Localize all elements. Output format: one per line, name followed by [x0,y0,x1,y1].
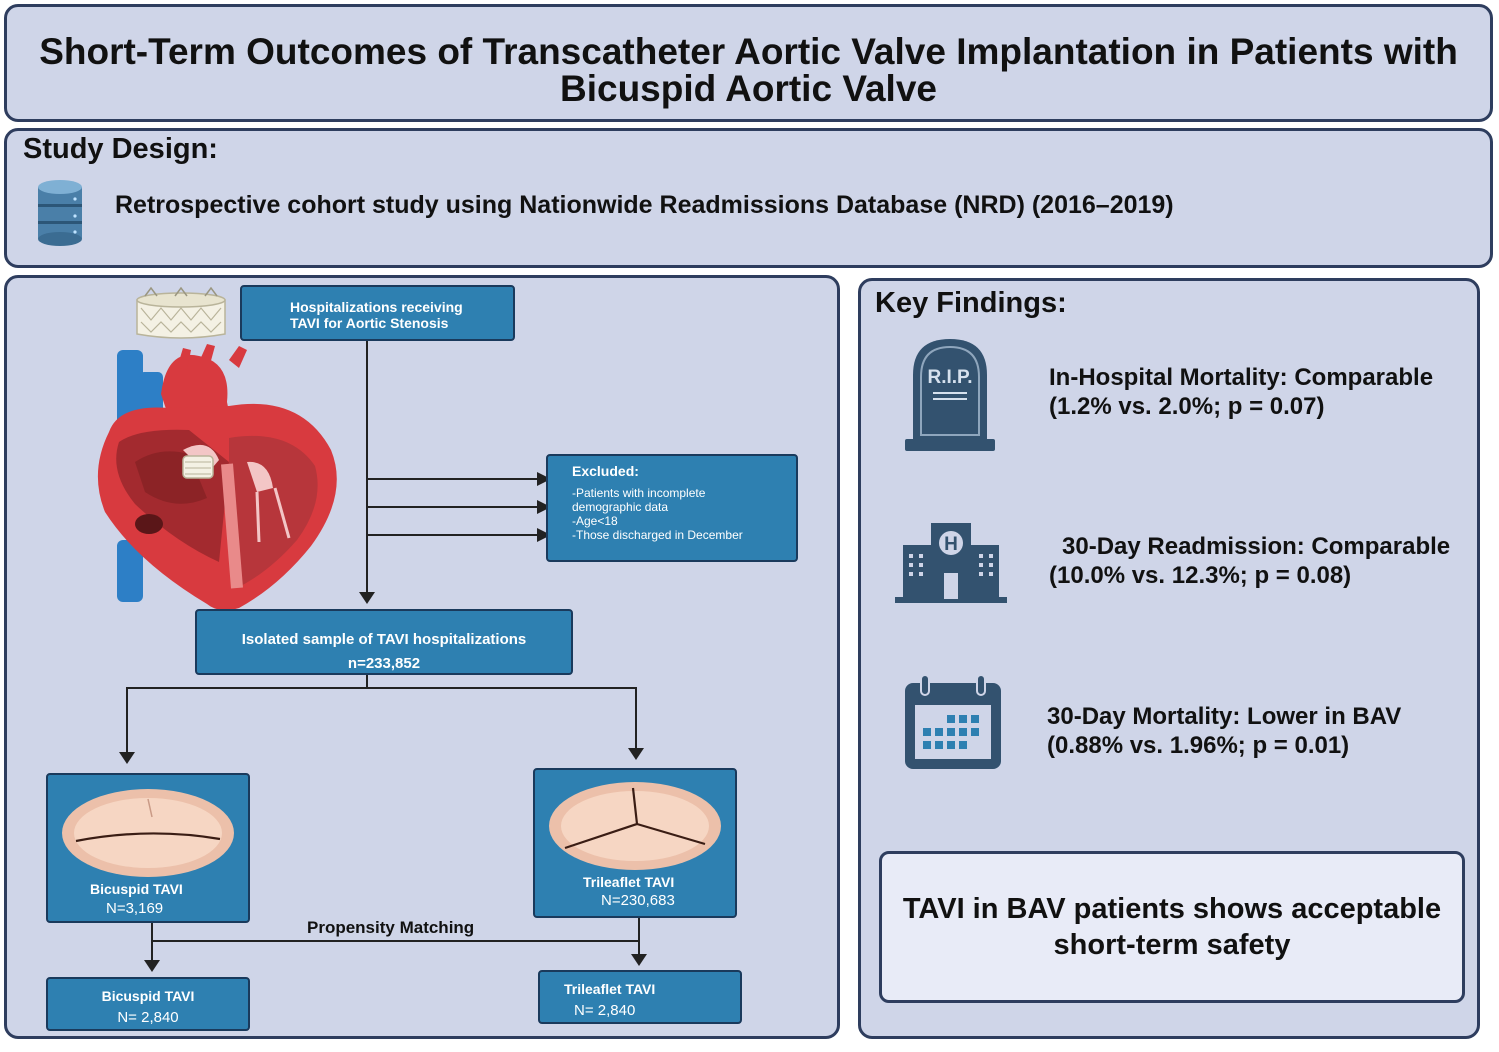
flow-line-main [366,340,368,596]
arrow-head [628,748,644,760]
finding-30-day-mortality: 30-Day Mortality: Lower in BAV (0.88% vs… [1047,702,1401,760]
excluded-box: Excluded: -Patients with incomplete demo… [546,454,798,562]
valve-prosthesis-icon [136,286,226,339]
start-box-label: Hospitalizations receiving TAVI for Aort… [290,299,463,331]
flowchart-panel: Propensity Matching Hospitalizations rec… [4,275,840,1039]
arrow-head [537,500,551,514]
flow-line-exclusion-2 [366,506,542,508]
arrow-head [119,752,135,764]
trileaflet-label: Trileaflet TAVI [583,874,675,890]
finding-title: 30-Day Mortality: Lower in BAV [1047,703,1402,730]
study-design-text: Retrospective cohort study using Nationw… [115,191,1174,219]
flow-line-left [126,687,128,757]
bicuspid-matched-box: Bicuspid TAVI N= 2,840 [46,977,250,1031]
conclusion-box: TAVI in BAV patients shows acceptable sh… [879,851,1465,1003]
tombstone-text: R.I.P. [927,367,972,388]
study-design-heading: Study Design: [23,133,218,165]
isolated-sample-label: Isolated sample of TAVI hospitalizations [241,631,527,648]
start-box: Hospitalizations receiving TAVI for Aort… [240,285,515,341]
key-findings-heading: Key Findings: [875,287,1067,319]
finding-title: In-Hospital Mortality: Comparable [1049,364,1434,391]
finding-stats: (1.2% vs. 2.0%; p = 0.07) [1049,393,1325,420]
trileaflet-matched-n: N= 2,840 [574,1002,636,1019]
bicuspid-n: N=3,169 [106,900,164,917]
flow-line-exclusion-1 [366,478,542,480]
arrow-head [631,954,647,966]
bicuspid-valve-icon [62,789,234,877]
excluded-item: -Age<18 [572,514,618,528]
isolated-sample-n: n=233,852 [347,655,421,672]
trileaflet-valve-icon [549,782,721,870]
study-design-panel: Study Design: Retrospective cohort study… [4,128,1493,268]
bicuspid-matched-n: N= 2,840 [117,1009,179,1026]
bicuspid-matched-label: Bicuspid TAVI [101,988,195,1004]
heart-illustration [97,344,337,611]
hospital-icon: H [895,523,1007,603]
arrow-head [359,592,375,604]
arrow-head [537,528,551,542]
title-panel: Short-Term Outcomes of Transcatheter Aor… [4,4,1493,122]
trileaflet-box: Trileaflet TAVI N=230,683 [533,768,737,918]
database-icon [38,180,82,246]
flow-line-right [635,687,637,753]
flow-line-match-left [151,920,153,964]
flow-line-branch [126,687,637,689]
finding-title: 30-Day Readmission: Comparable [1062,533,1451,560]
excluded-item: -Those discharged in December [572,528,743,542]
flow-line-match-right [638,913,640,958]
propensity-matching-label: Propensity Matching [307,918,475,937]
bicuspid-label: Bicuspid TAVI [90,881,183,897]
excluded-title: Excluded: [572,463,639,479]
flow-line-exclusion-3 [366,534,542,536]
tombstone-icon: R.I.P. [905,339,995,451]
page-title: Short-Term Outcomes of Transcatheter Aor… [39,31,1458,109]
calendar-icon [905,675,1001,769]
finding-in-hospital-mortality: In-Hospital Mortality: Comparable (1.2% … [1049,363,1433,421]
hospital-icon-text: H [944,534,958,555]
arrow-head [537,472,551,486]
finding-stats: (10.0% vs. 12.3%; p = 0.08) [1049,562,1352,589]
excluded-item: -Patients with incomplete demographic da… [572,486,706,514]
arrow-head [144,960,160,972]
isolated-sample-box: Isolated sample of TAVI hospitalizations… [195,609,573,675]
flow-line-split [366,674,368,688]
finding-stats: (0.88% vs. 1.96%; p = 0.01) [1047,732,1350,759]
trileaflet-matched-label: Trileaflet TAVI [564,981,656,997]
bicuspid-box: Bicuspid TAVI N=3,169 [46,773,250,923]
flow-line-matching [151,940,640,942]
key-findings-panel: Key Findings: R.I.P. In-Hospital Mortali… [858,278,1480,1039]
trileaflet-n: N=230,683 [601,892,675,909]
trileaflet-matched-box: Trileaflet TAVI N= 2,840 [538,970,742,1024]
finding-30-day-readmission: 30-Day Readmission: Comparable (10.0% vs… [1049,532,1450,590]
